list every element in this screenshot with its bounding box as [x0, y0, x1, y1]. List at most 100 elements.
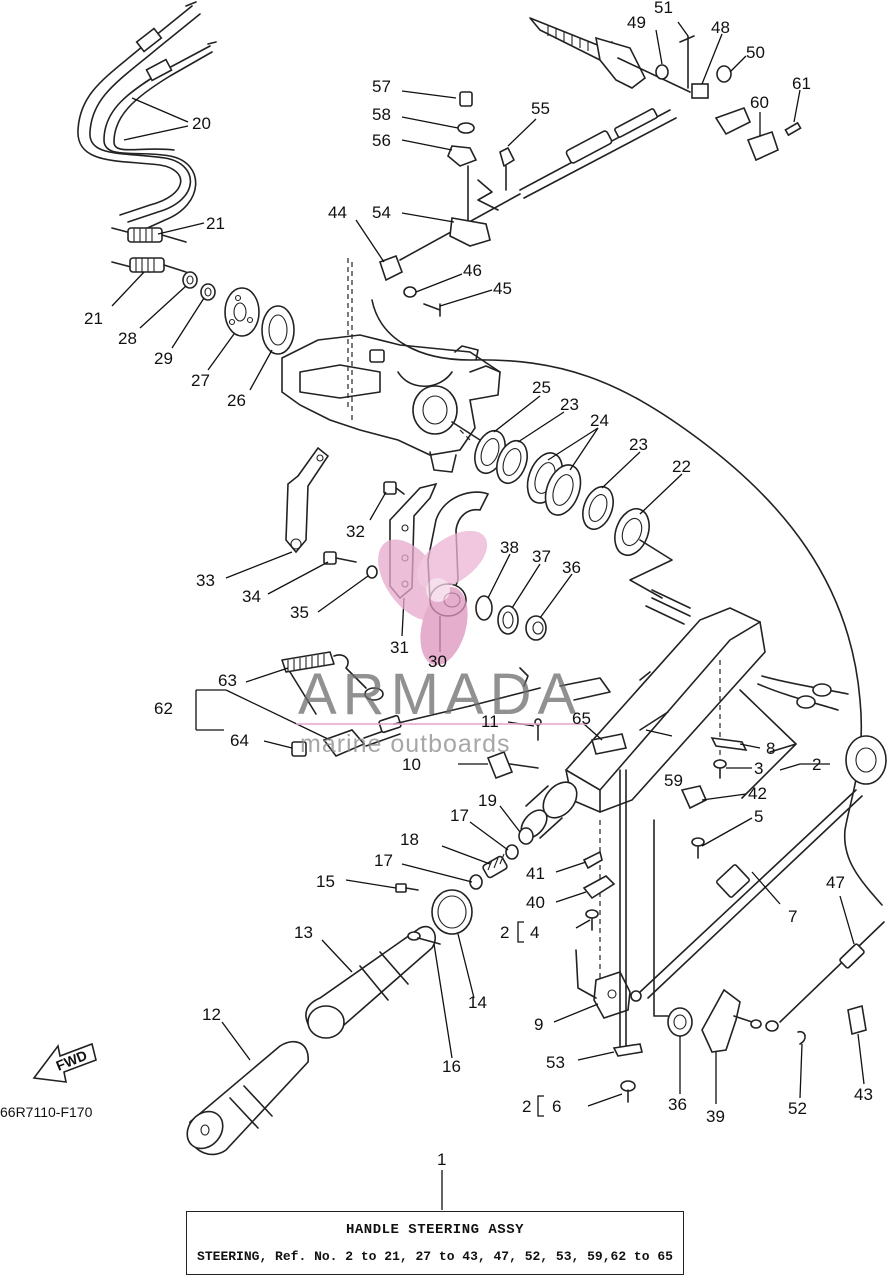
- callout-50: 50: [746, 43, 765, 62]
- cable-47: [765, 921, 885, 1032]
- callout-24: 24: [590, 411, 609, 430]
- plate-8: [710, 737, 748, 751]
- shift-lever-assy: [529, 17, 802, 162]
- callout-21a: 21: [206, 214, 225, 233]
- callout-38: 38: [500, 538, 519, 557]
- callout-64: 64: [230, 731, 249, 750]
- screw-4: [585, 909, 599, 931]
- callout-23b: 23: [629, 435, 648, 454]
- switch-9: [575, 949, 631, 1019]
- screw-3: [713, 759, 727, 779]
- grip-13: [305, 925, 436, 1039]
- callout-3: 3: [754, 759, 763, 778]
- assembly-title: HANDLE STEERING ASSY: [345, 1222, 525, 1238]
- callout-36b: 36: [668, 1095, 687, 1114]
- callout-35: 35: [290, 603, 309, 622]
- cable-7: [630, 735, 887, 1002]
- collar-36b: [653, 819, 693, 1037]
- callout-9: 9: [534, 1015, 543, 1034]
- seal-26: [261, 305, 295, 355]
- callout-2a: 2: [812, 755, 821, 774]
- callout-51: 51: [654, 0, 673, 17]
- callout-5: 5: [754, 807, 763, 826]
- plate-24: [526, 452, 582, 516]
- callout-57: 57: [372, 77, 391, 96]
- callout-19: 19: [478, 791, 497, 810]
- callout-43: 43: [854, 1085, 873, 1104]
- callout-32: 32: [346, 522, 365, 541]
- svg-text:marine outboards: marine outboards: [300, 730, 511, 758]
- callout-36a: 36: [562, 558, 581, 577]
- callout-44: 44: [328, 203, 347, 222]
- screw-5: [691, 837, 705, 859]
- callout-17b: 17: [374, 851, 393, 870]
- callout-2b: 2: [500, 923, 509, 942]
- remote-cables-20: [77, 1, 217, 237]
- switch-62: [322, 667, 541, 757]
- callout-4: 4: [530, 923, 539, 942]
- callout-47: 47: [826, 873, 845, 892]
- assembly-legend-box: HANDLE STEERING ASSY STEERING, Ref. No. …: [186, 1211, 684, 1275]
- washer-29: [200, 283, 216, 301]
- bracket-39: [701, 988, 762, 1053]
- callout-42: 42: [748, 784, 767, 803]
- washer-23b: [582, 485, 614, 531]
- diagram-code: 66R7110-F170: [0, 1104, 93, 1120]
- clip-52: [797, 1030, 806, 1045]
- callout-27: 27: [191, 371, 210, 390]
- callout-26: 26: [227, 391, 246, 410]
- callout-20: 20: [192, 114, 211, 133]
- knob-10: [486, 750, 539, 780]
- washer-35: [366, 565, 378, 579]
- link-33: [285, 446, 330, 554]
- callout-46: 46: [463, 261, 482, 280]
- callout-25: 25: [532, 378, 551, 397]
- washer-23a: [496, 439, 528, 485]
- callout-7: 7: [788, 907, 797, 926]
- callout-59: 59: [664, 771, 683, 790]
- callout-8: 8: [766, 739, 775, 758]
- callout-10: 10: [402, 755, 421, 774]
- clamp-parts: [378, 91, 515, 317]
- screw-15: [395, 883, 419, 893]
- clip-41: [582, 850, 603, 870]
- screw-16: [407, 931, 441, 945]
- kill-switch-wires: [757, 675, 849, 711]
- callout-12: 12: [202, 1005, 221, 1024]
- callout-13: 13: [294, 923, 313, 942]
- armada-watermark: ARMADA marine outboards: [296, 530, 588, 758]
- callout-22: 22: [672, 457, 691, 476]
- callout-49: 49: [627, 13, 646, 32]
- plate-53: [612, 1043, 643, 1057]
- callout-15: 15: [316, 872, 335, 891]
- callout-30: 30: [428, 652, 447, 671]
- bracket-40: [582, 875, 616, 900]
- washer-38: [475, 595, 493, 621]
- callout-34: 34: [242, 587, 261, 606]
- washer-19: [518, 827, 534, 845]
- callout-23a: 23: [560, 395, 579, 414]
- washer-17a: [505, 844, 519, 860]
- callout-33: 33: [196, 571, 215, 590]
- callout-1: 1: [437, 1150, 446, 1169]
- cable-ends-21: [111, 227, 187, 273]
- callout-60: 60: [750, 93, 769, 112]
- callout-17a: 17: [450, 806, 469, 825]
- callout-58: 58: [372, 105, 391, 124]
- callout-37: 37: [532, 547, 551, 566]
- callout-14: 14: [468, 993, 487, 1012]
- callout-48: 48: [711, 18, 730, 37]
- cap-64: [291, 741, 307, 757]
- callout-61: 61: [792, 74, 811, 93]
- shift-cable: [399, 108, 677, 261]
- assembly-description: STEERING, Ref. No. 2 to 21, 27 to 43, 47…: [197, 1249, 673, 1264]
- callout-40: 40: [526, 893, 545, 912]
- callout-65: 65: [572, 709, 591, 728]
- callout-63: 63: [218, 671, 237, 690]
- bolt-32: [383, 481, 405, 495]
- callout-41: 41: [526, 864, 545, 883]
- callout-labels: 51 49 48 50 61 60 57 58 55 56 54 44 46 4…: [0, 0, 873, 1169]
- callout-31: 31: [390, 638, 409, 657]
